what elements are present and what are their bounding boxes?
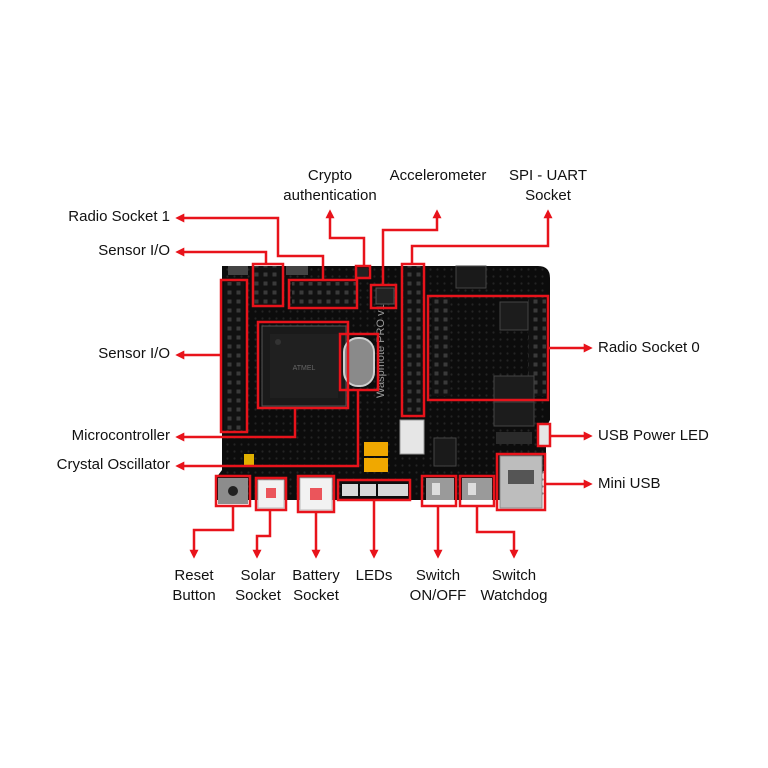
label-reset-line1: Reset [174, 567, 214, 584]
label-crypto-authentication: Crypto authentication [270, 166, 390, 206]
label-switch-onoff-line2: ON/OFF [409, 587, 467, 604]
arrow-crypto [325, 209, 366, 266]
arrow-spi-uart [410, 209, 553, 264]
sensor-io-header-top [254, 266, 280, 306]
sensor-io-header-left [224, 282, 244, 430]
led-3 [378, 484, 394, 496]
radio-socket-1-header [292, 282, 356, 306]
leader-lines [175, 209, 593, 559]
label-crypto-line2: authentication [283, 187, 377, 204]
radio-socket-0-header-l [432, 298, 450, 396]
label-solar-line1: Solar [240, 567, 276, 584]
arrow-reset-button [189, 506, 235, 559]
label-radio-socket-1: Radio Socket 1 [68, 208, 170, 225]
led-2 [360, 484, 376, 496]
tantalum-capacitor-2 [364, 458, 388, 472]
label-spi-uart-line1: SPI - UART [508, 167, 588, 184]
arrow-accelerometer [381, 209, 442, 285]
svg-text:ATMEL: ATMEL [293, 365, 316, 372]
label-radio-socket-0: Radio Socket 0 [598, 339, 700, 356]
arrow-sensor-io-top [175, 247, 268, 264]
label-crystal-oscillator: Crystal Oscillator [56, 456, 170, 473]
label-mini-usb: Mini USB [598, 475, 661, 492]
label-battery-line2: Socket [293, 587, 339, 604]
highlight-mini-usb [495, 452, 547, 512]
arrow-microcontroller [175, 408, 297, 442]
usb-power-led-component [538, 424, 550, 446]
label-spi-uart-socket: SPI - UART Socket [500, 166, 596, 206]
circuit-board: ATMEL Waspmote PRO v1.5 [216, 265, 550, 511]
arrow-crystal-oscillator [175, 390, 360, 471]
spi-uart-header [404, 266, 422, 414]
label-switch-watchdog-line2: Watchdog [480, 587, 548, 604]
label-leds: LEDs [355, 567, 393, 584]
label-sensor-io-top: Sensor I/O [98, 242, 170, 259]
label-switch-watchdog-line1: Switch [491, 567, 537, 584]
arrow-radio-socket-1 [175, 213, 325, 280]
label-switch-watchdog: Switch Watchdog [474, 566, 554, 606]
microcontroller-chip: ATMEL [261, 325, 347, 407]
led-1 [342, 484, 358, 496]
connector-white [399, 419, 425, 455]
label-microcontroller: Microcontroller [71, 427, 170, 444]
label-sensor-io-left: Sensor I/O [98, 345, 170, 362]
radio-socket-0-header-r [528, 298, 546, 396]
label-battery-socket: Battery Socket [284, 566, 348, 606]
label-solar-line2: Socket [235, 587, 281, 604]
led-4 [394, 484, 408, 496]
highlight-microcontroller [256, 320, 350, 410]
label-battery-line1: Battery [292, 567, 340, 584]
arrow-solar-socket [252, 510, 272, 559]
label-spi-uart-line2: Socket [525, 187, 571, 204]
highlight-sensor-io-top [251, 262, 285, 308]
label-usb-power-led: USB Power LED [598, 427, 709, 444]
switch-watchdog-component [462, 478, 492, 500]
arrow-switch-watchdog [475, 506, 519, 559]
crystal-component [343, 337, 375, 387]
label-solar-socket: Solar Socket [228, 566, 288, 606]
label-crypto-line1: Crypto [307, 167, 353, 184]
label-switch-onoff: Switch ON/OFF [404, 566, 472, 606]
label-switch-onoff-line1: Switch [415, 567, 461, 584]
tantalum-capacitor-1 [364, 442, 388, 456]
label-accelerometer: Accelerometer [389, 167, 487, 184]
label-reset-line2: Button [172, 587, 216, 604]
label-reset-button: Reset Button [164, 566, 224, 606]
